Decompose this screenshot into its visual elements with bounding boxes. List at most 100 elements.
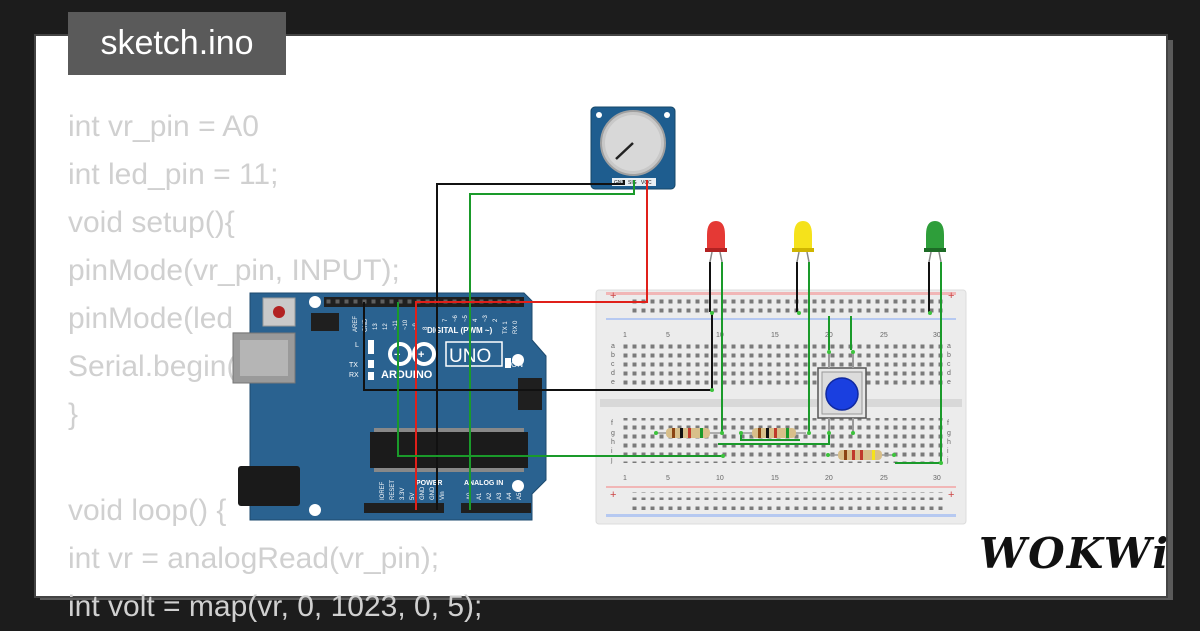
wokwi-logo: WOKWi: [979, 529, 1168, 578]
row-letter: i: [611, 448, 613, 455]
row-letter: h: [947, 439, 951, 446]
pin-label: A2: [487, 492, 493, 500]
code-line: pinMode(vr_pin, INPUT);: [68, 254, 400, 287]
rx-led-label: RX: [349, 372, 359, 379]
column-number: 1: [623, 332, 627, 339]
pin-label: GND: [430, 486, 436, 500]
pin-label: RX 0: [513, 320, 519, 334]
row-letter: b: [611, 352, 615, 359]
row-letter: g: [947, 430, 951, 437]
led-red[interactable]: [705, 221, 727, 263]
wires: [363, 180, 942, 510]
arduino-brand-label: ARDUINO: [381, 369, 433, 381]
column-number: 15: [771, 475, 779, 482]
code-line: }: [68, 398, 79, 431]
pin-label: 8: [423, 326, 429, 330]
column-number: 20: [825, 475, 833, 482]
code-line: int vr_pin = A0: [68, 110, 259, 143]
row-letter: i: [947, 448, 949, 455]
aref-pin-label: AREF: [353, 316, 359, 332]
pin-label: 2: [493, 318, 499, 322]
pin-label: ~10: [403, 319, 409, 330]
pin-label: A5: [517, 492, 523, 500]
svg-text:+: +: [610, 489, 616, 501]
code-line: void loop() {: [68, 494, 227, 527]
column-number: 5: [666, 332, 670, 339]
l-led-label: L: [355, 342, 359, 349]
pin-label: TX 1: [503, 321, 509, 334]
pin-label: IOREF: [380, 481, 386, 500]
row-letter: f: [947, 420, 949, 427]
row-letter: a: [611, 343, 615, 350]
column-number: 1: [623, 475, 627, 482]
row-letter: h: [611, 439, 615, 446]
wire-red-vcc[interactable]: [415, 180, 648, 510]
analog-pins-label: ANALOG IN: [464, 480, 503, 487]
svg-text:+: +: [948, 290, 954, 302]
column-number: 10: [716, 475, 724, 482]
sketch-filename-tab[interactable]: sketch.ino: [68, 12, 286, 75]
pin-label: 5V: [410, 493, 416, 500]
column-number: 15: [771, 332, 779, 339]
row-letter: e: [611, 379, 615, 386]
pin-label: RESET: [390, 480, 396, 500]
pin-label: 12: [383, 323, 389, 330]
push-button[interactable]: [817, 352, 867, 432]
power-pins-label: POWER: [416, 480, 442, 487]
pin-label: ~6: [453, 314, 459, 322]
resistor[interactable]: [656, 428, 720, 438]
svg-text:+: +: [948, 489, 954, 501]
row-letter: j: [610, 457, 613, 464]
column-number: 30: [933, 475, 941, 482]
code-line: void setup(){: [68, 206, 235, 239]
pin-label: A4: [507, 492, 513, 500]
row-letter: e: [947, 379, 951, 386]
row-letter: g: [611, 430, 615, 437]
row-letter: d: [947, 370, 951, 377]
resistor[interactable]: [828, 450, 894, 460]
row-letter: a: [947, 343, 951, 350]
digital-pins-label: DIGITAL (PWM ~): [427, 326, 493, 335]
pin-label: A3: [497, 492, 503, 500]
row-letter: b: [947, 352, 951, 359]
logo-text: WOKWi: [979, 529, 1170, 578]
row-letter: c: [611, 361, 615, 368]
led-yellow[interactable]: [792, 221, 814, 263]
on-led-label: ON: [511, 360, 523, 369]
code-line: int vr = analogRead(vr_pin);: [68, 542, 440, 575]
pin-label: ~3: [483, 314, 489, 322]
column-number: 10: [716, 332, 724, 339]
tx-led-label: TX: [349, 362, 358, 369]
column-number: 25: [880, 475, 888, 482]
pin-label: A1: [477, 492, 483, 500]
column-number: 5: [666, 475, 670, 482]
svg-text:+: +: [418, 349, 424, 361]
potentiometer[interactable]: GND SIG VCC: [590, 106, 676, 190]
pot-pin-label: SIG: [628, 180, 637, 186]
pin-label: 7: [443, 318, 449, 322]
code-line: int led_pin = 11;: [68, 158, 279, 191]
wire-black-gnd-pot[interactable]: [436, 180, 625, 510]
row-letter: j: [946, 457, 949, 464]
row-letter: f: [611, 420, 613, 427]
column-number: 25: [880, 332, 888, 339]
row-letter: c: [947, 361, 951, 368]
code-preview: int vr_pin = A0 int led_pin = 11; void s…: [68, 103, 482, 631]
wire-green-sig[interactable]: [469, 180, 635, 510]
breadboard: + + + + 1 5 10 15 20 25 30 1 5 10 15 20 …: [595, 289, 967, 525]
arduino-uno-board[interactable]: − + UNO ARDUINO ON DIGITAL (PWM ~) POWER…: [232, 292, 547, 521]
row-letter: d: [611, 370, 615, 377]
wire-black-gnd[interactable]: [363, 302, 712, 391]
led-green[interactable]: [924, 221, 946, 263]
pin-label: Vin: [440, 491, 446, 500]
wire-green-led[interactable]: [397, 302, 723, 457]
svg-text:+: +: [610, 290, 616, 302]
pin-label: 13: [373, 323, 379, 330]
pin-label: ~5: [463, 314, 469, 322]
resistor[interactable]: [742, 428, 806, 438]
pin-label: 4: [473, 318, 479, 322]
pin-label: GND: [420, 486, 426, 500]
connection-dots: [654, 311, 943, 465]
column-number: 30: [933, 332, 941, 339]
